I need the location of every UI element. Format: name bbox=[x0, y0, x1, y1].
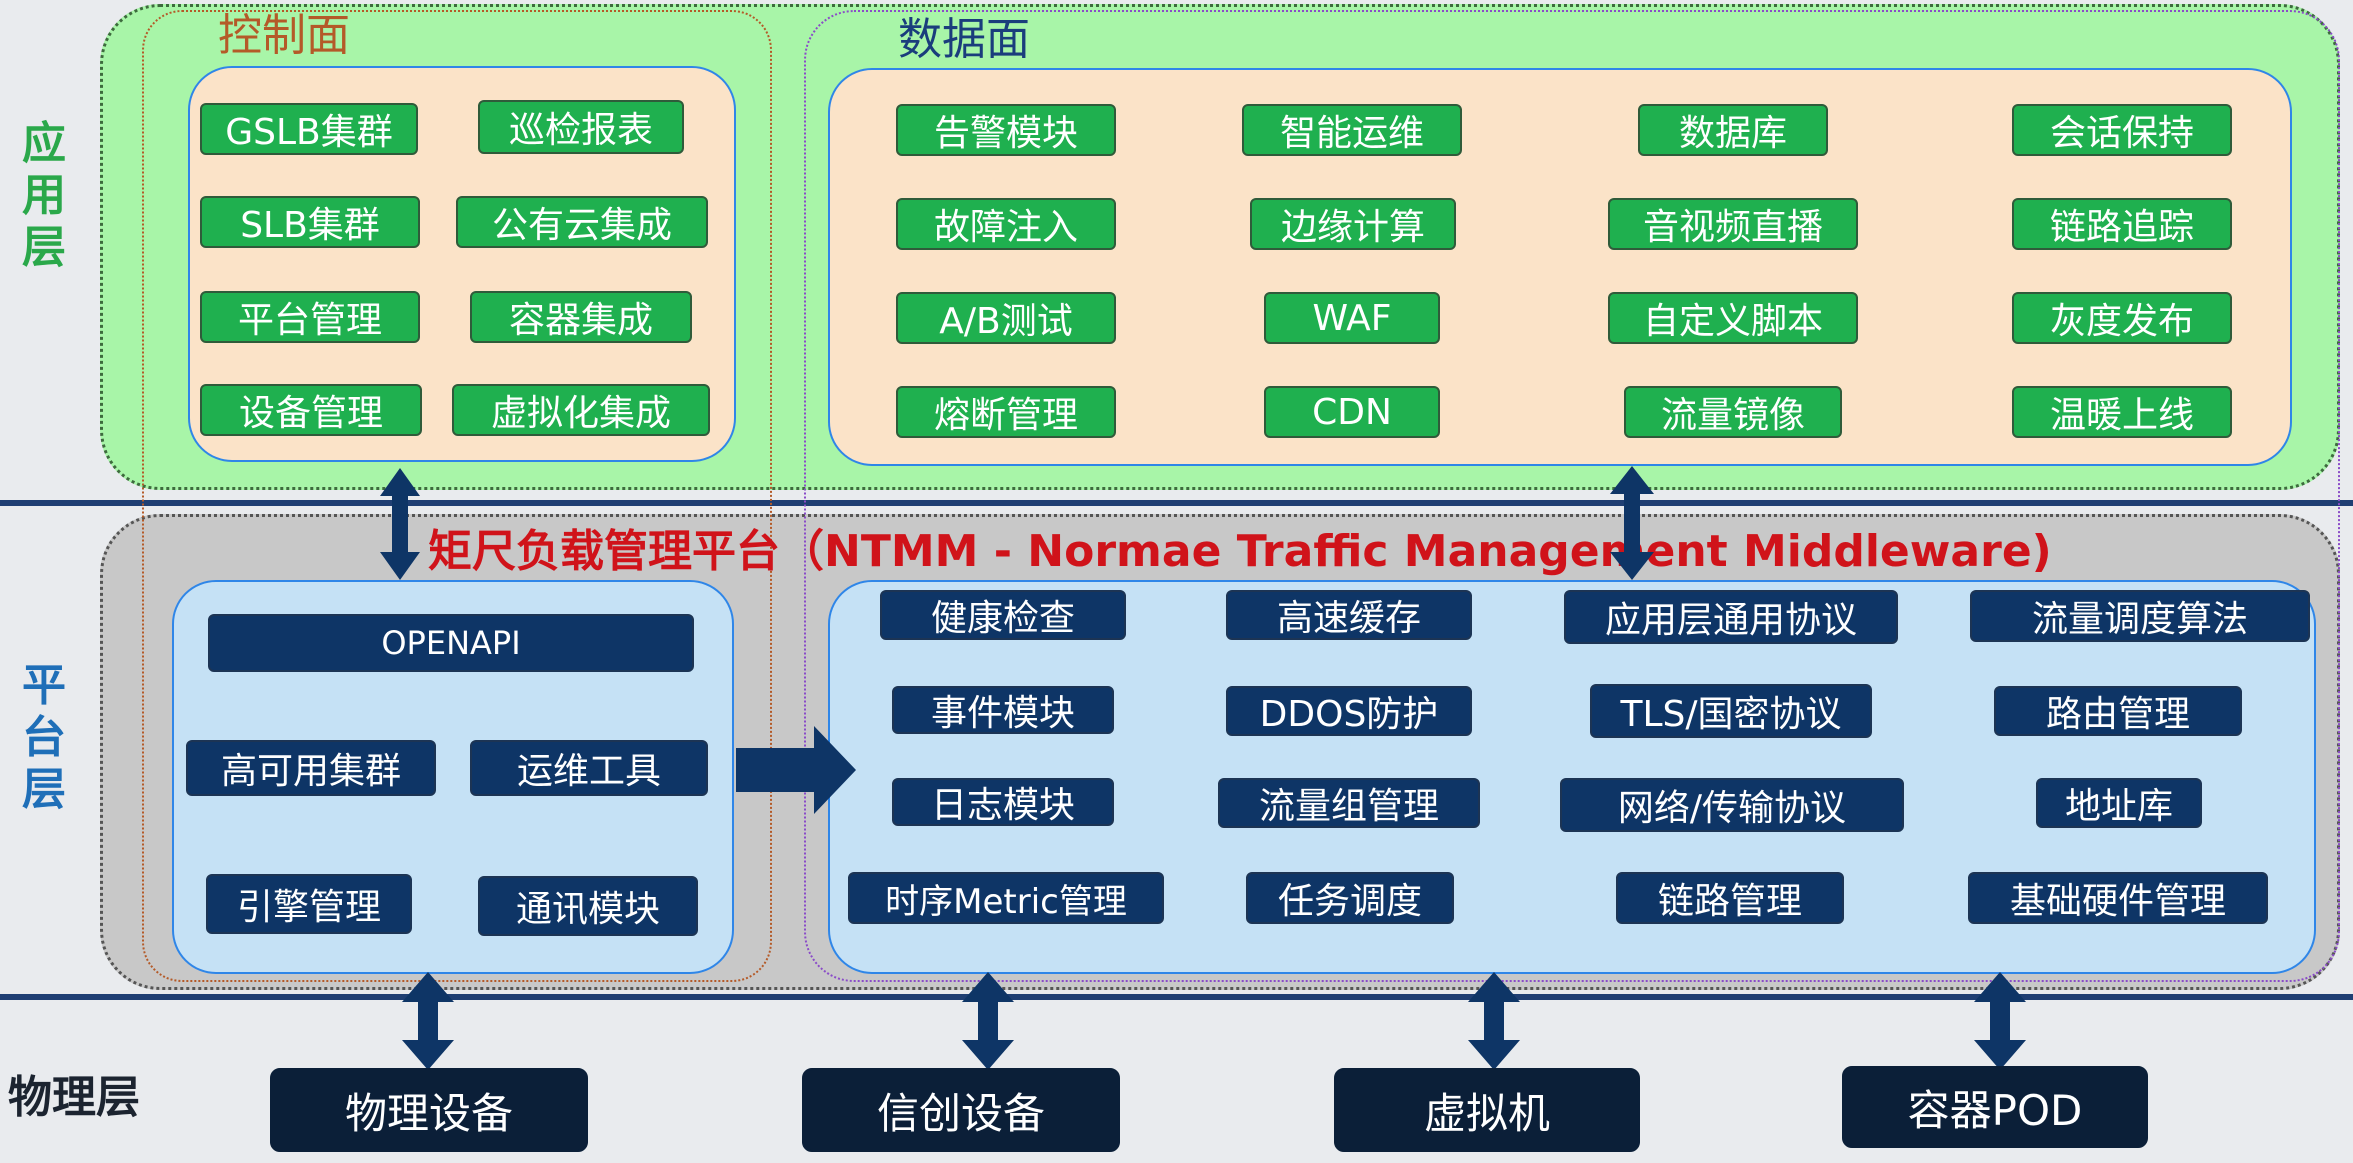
data-module-circuit-breaker: 熔断管理 bbox=[896, 386, 1116, 438]
platform-module-openapi: OPENAPI bbox=[208, 614, 694, 672]
data-module-edge-computing: 边缘计算 bbox=[1250, 198, 1456, 250]
arrow-data-to-platform bbox=[1610, 466, 1654, 580]
platform-layer-label: 平台层 bbox=[18, 660, 70, 816]
arrow-control-to-platform bbox=[380, 468, 420, 580]
platform-module-log: 日志模块 bbox=[892, 778, 1114, 826]
control-module-public-cloud: 公有云集成 bbox=[456, 196, 708, 248]
control-plane-title: 控制面 bbox=[218, 10, 350, 61]
data-module-cdn: CDN bbox=[1264, 386, 1440, 438]
application-layer-label-text: 应用层 bbox=[22, 118, 66, 273]
platform-module-metrics: 时序Metric管理 bbox=[848, 872, 1164, 924]
platform-module-ops-tools: 运维工具 bbox=[470, 740, 708, 796]
data-module-fault-injection: 故障注入 bbox=[896, 198, 1116, 250]
control-module-slb-cluster: SLB集群 bbox=[200, 196, 420, 248]
control-module-virtualization: 虚拟化集成 bbox=[452, 384, 710, 436]
physical-device-vm: 虚拟机 bbox=[1334, 1068, 1640, 1152]
arrow-platform-to-vm bbox=[1468, 972, 1520, 1070]
platform-module-communication: 通讯模块 bbox=[478, 876, 698, 936]
control-plane-outline bbox=[142, 10, 772, 982]
control-module-gslb-cluster: GSLB集群 bbox=[200, 103, 418, 155]
platform-module-tls-protocol: TLS/国密协议 bbox=[1590, 684, 1872, 738]
control-module-platform-management: 平台管理 bbox=[200, 291, 420, 343]
arrow-platform-to-physical-device bbox=[402, 972, 454, 1070]
control-module-device-management: 设备管理 bbox=[200, 384, 422, 436]
data-module-aiops: 智能运维 bbox=[1242, 104, 1462, 156]
data-plane-title: 数据面 bbox=[898, 14, 1030, 65]
data-module-warm-up: 温暖上线 bbox=[2012, 386, 2232, 438]
platform-module-traffic-group: 流量组管理 bbox=[1218, 778, 1480, 828]
platform-module-high-speed-cache: 高速缓存 bbox=[1226, 590, 1472, 640]
data-module-session-persistence: 会话保持 bbox=[2012, 104, 2232, 156]
platform-module-event: 事件模块 bbox=[892, 686, 1114, 734]
data-module-canary-release: 灰度发布 bbox=[2012, 292, 2232, 344]
platform-module-app-protocols: 应用层通用协议 bbox=[1564, 590, 1898, 644]
platform-module-network-protocols: 网络/传输协议 bbox=[1560, 778, 1904, 832]
data-module-live-streaming: 音视频直播 bbox=[1608, 198, 1858, 250]
layer-separator-platform-physical bbox=[0, 994, 2353, 1000]
platform-module-scheduling-algorithms: 流量调度算法 bbox=[1970, 590, 2310, 642]
platform-module-hardware: 基础硬件管理 bbox=[1968, 872, 2268, 924]
data-module-alarm: 告警模块 bbox=[896, 104, 1116, 156]
platform-module-ddos-protection: DDOS防护 bbox=[1226, 686, 1472, 736]
platform-module-health-check: 健康检查 bbox=[880, 590, 1126, 640]
platform-module-engine-management: 引擎管理 bbox=[206, 874, 412, 934]
physical-device-xinchuang: 信创设备 bbox=[802, 1068, 1120, 1152]
physical-device-container-pod: 容器POD bbox=[1842, 1066, 2148, 1148]
data-module-waf: WAF bbox=[1264, 292, 1440, 344]
application-layer-label: 应用层 bbox=[18, 118, 70, 274]
platform-module-routing: 路由管理 bbox=[1994, 686, 2242, 736]
control-module-inspection-report: 巡检报表 bbox=[478, 100, 684, 154]
data-module-database: 数据库 bbox=[1638, 104, 1828, 156]
data-module-tracing: 链路追踪 bbox=[2012, 198, 2232, 250]
control-module-container-integration: 容器集成 bbox=[470, 291, 692, 343]
platform-module-address-library: 地址库 bbox=[2036, 778, 2202, 828]
arrow-platform-to-xinchuang-device bbox=[962, 972, 1014, 1070]
data-module-custom-script: 自定义脚本 bbox=[1608, 292, 1858, 344]
physical-layer-label: 物理层 bbox=[8, 1072, 140, 1123]
platform-title: 矩尺负载管理平台（NTMM - Normae Traffic Managemen… bbox=[428, 526, 2052, 577]
arrow-platform-to-container-pod bbox=[1974, 972, 2026, 1070]
physical-device-server: 物理设备 bbox=[270, 1068, 588, 1152]
data-module-traffic-mirroring: 流量镜像 bbox=[1624, 386, 1842, 438]
arrow-platform-left-to-right bbox=[736, 726, 856, 814]
data-plane-outline bbox=[804, 10, 2340, 982]
data-module-ab-test: A/B测试 bbox=[896, 292, 1116, 344]
layer-separator-app-platform bbox=[0, 500, 2353, 506]
platform-module-task-scheduling: 任务调度 bbox=[1246, 872, 1454, 924]
platform-layer-label-text: 平台层 bbox=[22, 660, 66, 815]
platform-module-link-management: 链路管理 bbox=[1616, 872, 1844, 924]
platform-module-ha-cluster: 高可用集群 bbox=[186, 740, 436, 796]
